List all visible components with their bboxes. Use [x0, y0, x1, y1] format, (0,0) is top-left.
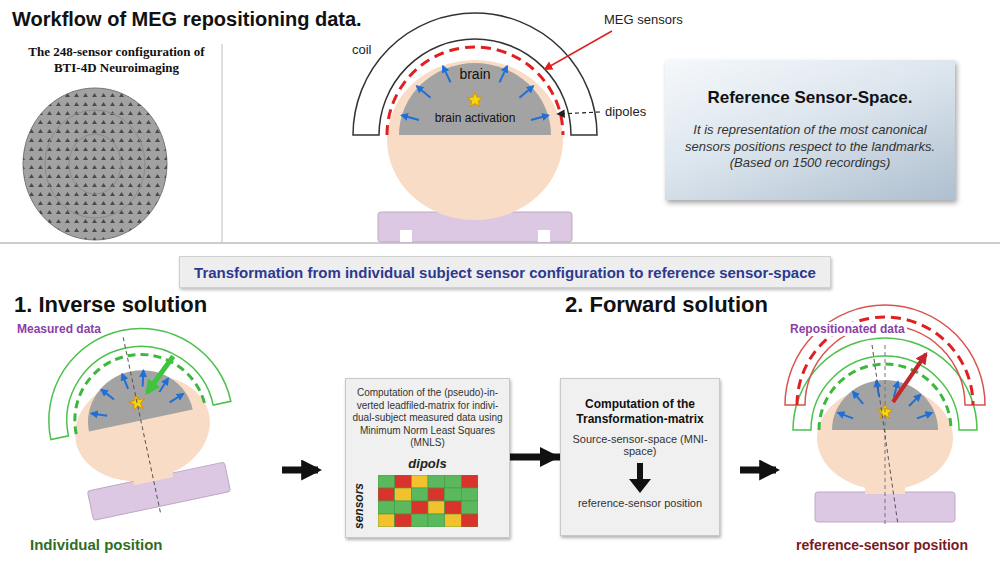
dipole-arrow [157, 379, 170, 392]
sensor-arc [387, 47, 563, 135]
matrix-cell [378, 488, 395, 501]
part-label: brain activation [410, 111, 540, 125]
part-label: brain [445, 66, 505, 82]
dipole-arrow [122, 374, 128, 390]
matrix-cell [411, 514, 428, 527]
box-text: Reference Sensor-Space. [677, 88, 943, 108]
matrix-cell [394, 514, 411, 527]
dipole-arrow [853, 392, 863, 404]
matrix-cell [444, 488, 461, 501]
dipole-arrow [917, 413, 932, 418]
direction-arrow [141, 356, 180, 392]
box-text: Computation of the (pseudo)-in- verted l… [352, 387, 503, 450]
matrix-cell [411, 488, 428, 501]
box-text: Computation of the Transformation-matrix [567, 397, 713, 427]
position-label: Individual position [30, 536, 163, 553]
matrix-cell [394, 475, 411, 488]
activation-star [467, 92, 482, 106]
coil [353, 13, 597, 135]
figure-caption: The 248-sensor configuration of BTI-4D N… [14, 44, 219, 76]
matrix-icon [378, 475, 478, 527]
box-subtext: dipols [352, 456, 503, 471]
matrix-cell [444, 475, 461, 488]
box-subtext: sensors [352, 482, 366, 528]
dipole-arrow [519, 86, 533, 98]
dipole-arrow [402, 115, 419, 120]
sensor-marks [23, 88, 167, 240]
leader-arrow [558, 112, 600, 114]
head-figure [32, 311, 251, 532]
dipole-arrow [169, 394, 185, 402]
dipole-arrow [139, 371, 146, 387]
sensor-array [23, 88, 167, 240]
matrix-cell [461, 514, 478, 527]
box-subtext: reference-sensor position [567, 497, 713, 509]
data-label: Measured data [15, 322, 103, 336]
matrix-cell [428, 475, 445, 488]
process-box: Computation of the Transformation-matrix… [560, 378, 720, 536]
position-label: reference-sensor position [796, 537, 968, 553]
matrix-cell [378, 475, 395, 488]
matrix-cell [394, 488, 411, 501]
dipole-arrow [500, 66, 508, 82]
diagram-title: Workflow of MEG repositioning data. [12, 8, 362, 31]
section-heading: 2. Forward solution [565, 292, 768, 318]
head [387, 60, 563, 220]
axis-line [123, 337, 160, 513]
dipole-arrow [417, 86, 431, 98]
data-label: Repositionated data [788, 322, 907, 336]
head-figure [785, 305, 985, 525]
dipole-arrow [443, 66, 451, 82]
direction-arrow [893, 354, 926, 402]
matrix-cell [461, 488, 478, 501]
axis-line [885, 345, 886, 525]
separator-line [0, 243, 1000, 244]
section-heading: 1. Inverse solution [14, 292, 207, 318]
head-figure [353, 13, 612, 242]
info-panel: Reference Sensor-Space. It is representat… [665, 60, 955, 200]
matrix-cell [378, 501, 395, 514]
separator-line [222, 44, 223, 243]
dipole-arrows [85, 363, 185, 419]
banner-box: Transformation from individual subject s… [179, 256, 831, 288]
part-label: coil [350, 42, 374, 57]
arrow-icon [570, 461, 710, 495]
dipole-arrow [101, 388, 114, 402]
box-subtext: (Based on 1500 recordings) [677, 155, 943, 172]
sensor-ring [69, 134, 121, 194]
part-label: MEG sensors [602, 12, 685, 27]
matrix-cell [461, 475, 478, 488]
matrix-cell [411, 501, 428, 514]
part-label: dipoles [603, 104, 648, 119]
dipole-arrows [838, 381, 932, 419]
arrow-head [629, 479, 651, 493]
matrix-cell [461, 501, 478, 514]
box-subtext: Source-sensor-space (MNI-space) [567, 433, 713, 457]
dipole-arrow [531, 115, 548, 120]
matrix-cell [444, 501, 461, 514]
process-box: Computation of the (pseudo)-in- verted l… [345, 378, 510, 538]
matrix-cell [444, 514, 461, 527]
matrix-cell [428, 501, 445, 514]
dipole-arrow [838, 413, 853, 418]
head-rest-foot [538, 230, 550, 242]
dipole-arrow [91, 410, 107, 418]
flow-arrow [740, 467, 776, 474]
axis-line [872, 345, 898, 525]
matrix-cell [378, 514, 395, 527]
leader-arrow [545, 31, 612, 69]
matrix-cell [411, 475, 428, 488]
sensor-ring [45, 110, 145, 218]
flow-arrow [510, 454, 560, 461]
matrix-cell [428, 488, 445, 501]
matrix-cell [428, 514, 445, 527]
dipole-arrow [909, 395, 920, 406]
box-subtext: It is representation of the most canonic… [677, 122, 943, 156]
flow-arrow [282, 467, 318, 474]
matrix-cell [394, 501, 411, 514]
box-text: Transformation from individual subject s… [194, 264, 816, 281]
arrow-shaft [637, 463, 643, 481]
head-rest-foot [400, 230, 412, 242]
brain-shape [399, 63, 551, 135]
